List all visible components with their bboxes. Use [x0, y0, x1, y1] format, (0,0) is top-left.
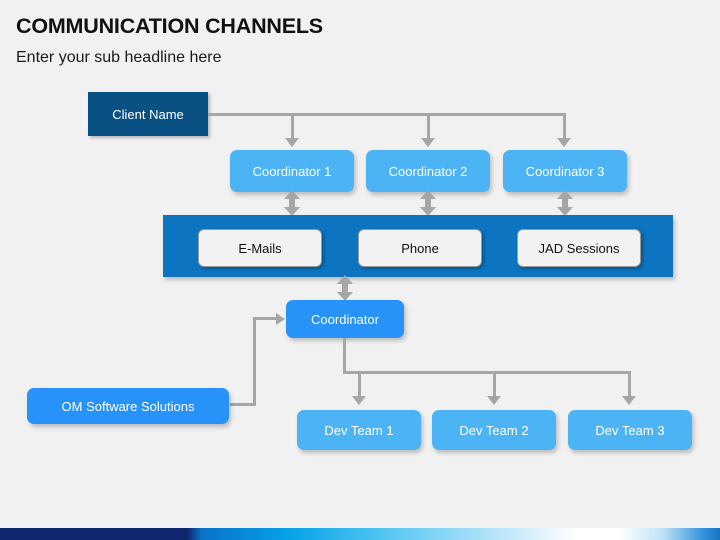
channel-chip-phone[interactable]: Phone: [358, 229, 482, 267]
connector-drop-dev-team-1: [358, 371, 361, 400]
connector-vendor-riser: [253, 317, 256, 406]
channel-chip-jad-sessions[interactable]: JAD Sessions: [517, 229, 641, 267]
node-client-name-label: Client Name: [112, 106, 184, 122]
channel-chip-jad-sessions-label: JAD Sessions: [538, 240, 620, 256]
node-om-software-solutions-label: OM Software Solutions: [61, 398, 195, 414]
double-arrow-coordinator-1: [283, 190, 301, 216]
arrowhead-dev-team-1: [352, 396, 366, 405]
node-coordinator-3-label: Coordinator 3: [525, 163, 605, 179]
page-title: COMMUNICATION CHANNELS: [16, 14, 323, 38]
node-coordinator-lower-label: Coordinator: [311, 311, 379, 327]
bottom-accent-bar: [0, 528, 720, 540]
node-client-name[interactable]: Client Name: [88, 92, 208, 136]
connector-client-bus: [208, 113, 563, 116]
connector-coordinator-drop: [343, 338, 346, 373]
arrowhead-coordinator-3: [557, 138, 571, 147]
page-subtitle: Enter your sub headline here: [16, 49, 222, 66]
node-om-software-solutions[interactable]: OM Software Solutions: [27, 388, 229, 424]
node-coordinator-lower[interactable]: Coordinator: [286, 300, 404, 338]
connector-vendor-into-coordinator: [253, 317, 277, 320]
connector-drop-coordinator-2: [427, 113, 430, 145]
channel-chip-emails[interactable]: E-Mails: [198, 229, 322, 267]
arrowhead-coordinator-2: [421, 138, 435, 147]
connector-vendor-base: [230, 403, 256, 406]
node-dev-team-3[interactable]: Dev Team 3: [568, 410, 692, 450]
double-arrow-coordinator-2: [419, 190, 437, 216]
double-arrow-band-coordinator: [336, 275, 354, 301]
node-dev-team-2[interactable]: Dev Team 2: [432, 410, 556, 450]
node-coordinator-2-label: Coordinator 2: [388, 163, 468, 179]
node-coordinator-3[interactable]: Coordinator 3: [503, 150, 627, 192]
connector-drop-coordinator-3: [563, 113, 566, 145]
connector-drop-dev-team-3: [628, 371, 631, 400]
double-arrow-coordinator-3: [556, 190, 574, 216]
node-dev-team-1-label: Dev Team 1: [324, 422, 394, 438]
node-dev-team-2-label: Dev Team 2: [459, 422, 529, 438]
arrowhead-coordinator-1: [285, 138, 299, 147]
arrowhead-dev-team-2: [487, 396, 501, 405]
node-dev-team-1[interactable]: Dev Team 1: [297, 410, 421, 450]
node-coordinator-2[interactable]: Coordinator 2: [366, 150, 490, 192]
channel-chip-phone-label: Phone: [401, 240, 439, 256]
arrowhead-dev-team-3: [622, 396, 636, 405]
connector-drop-dev-team-2: [493, 371, 496, 400]
connector-devteam-bus: [343, 371, 631, 374]
node-coordinator-1[interactable]: Coordinator 1: [230, 150, 354, 192]
node-coordinator-1-label: Coordinator 1: [252, 163, 332, 179]
connector-drop-coordinator-1: [291, 113, 294, 145]
channel-chip-emails-label: E-Mails: [238, 240, 282, 256]
node-dev-team-3-label: Dev Team 3: [595, 422, 665, 438]
arrowhead-coordinator-lower: [276, 313, 285, 325]
